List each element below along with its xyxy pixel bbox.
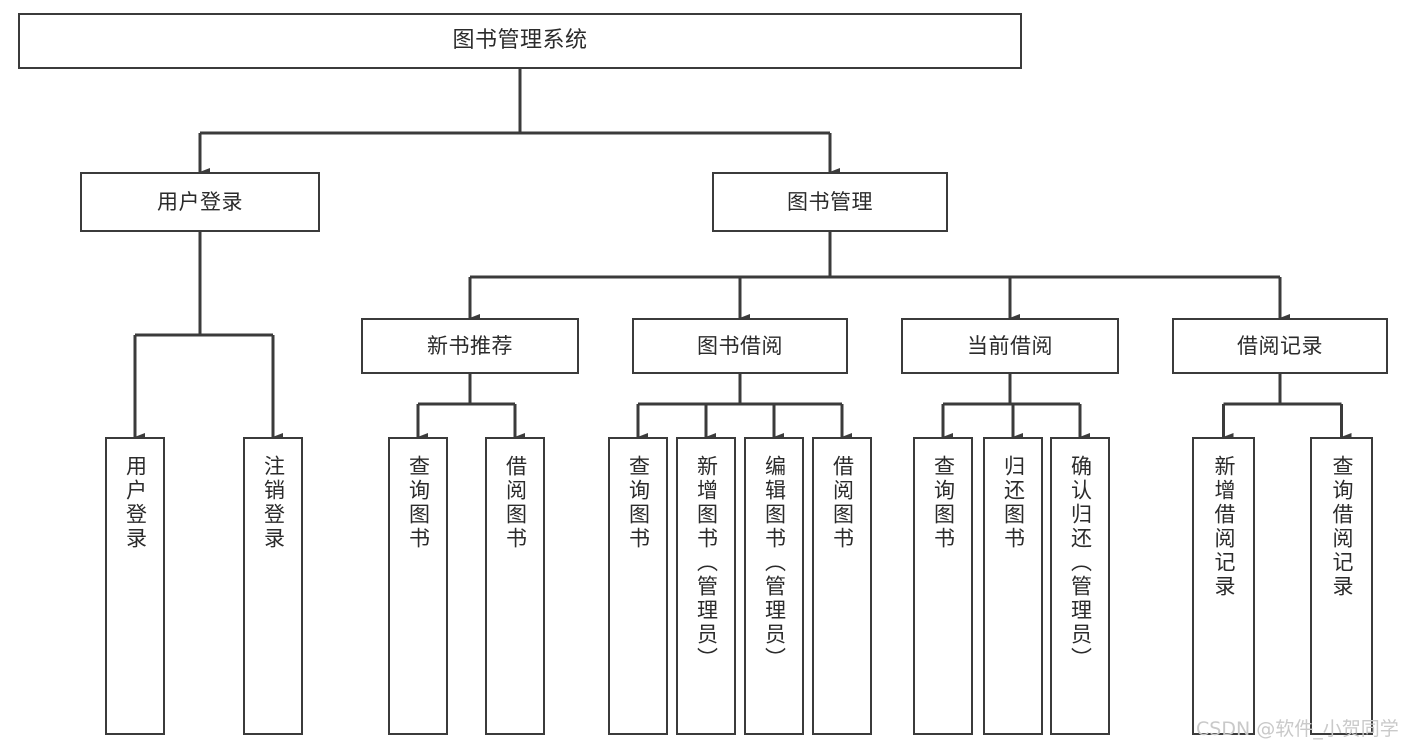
node-label: 查询借阅记录: [1330, 455, 1354, 599]
node-leaf-user-logout: 注销登录: [243, 437, 303, 735]
node-label: 新增借阅记录: [1212, 455, 1236, 599]
node-leaf-bb-add: 新增图书（管理员）: [676, 437, 736, 735]
node-leaf-bb-borrow: 借阅图书: [812, 437, 872, 735]
node-label: 查询图书: [406, 455, 431, 551]
node-leaf-cb-confirm: 确认归还（管理员）: [1050, 437, 1110, 735]
node-label: 用户登录: [123, 455, 148, 551]
csdn-watermark: CSDN @软件_小贺同学: [1196, 718, 1399, 740]
node-leaf-rec-query: 查询图书: [388, 437, 448, 735]
node-leaf-br-add: 新增借阅记录: [1192, 437, 1255, 735]
node-label: 新增图书（管理员）: [694, 455, 719, 671]
node-label: 用户登录: [157, 189, 243, 214]
node-label: 图书借阅: [697, 333, 783, 358]
node-leaf-br-query: 查询借阅记录: [1310, 437, 1373, 735]
node-leaf-user-login: 用户登录: [105, 437, 165, 735]
node-current-borrow: 当前借阅: [901, 318, 1119, 374]
node-label: 借阅图书: [503, 455, 528, 551]
node-label: 确认归还（管理员）: [1068, 455, 1093, 671]
node-leaf-rec-borrow: 借阅图书: [485, 437, 545, 735]
node-borrow-record: 借阅记录: [1172, 318, 1388, 374]
node-label: 图书管理: [787, 189, 873, 214]
node-label: 归还图书: [1001, 455, 1026, 551]
node-label: 新书推荐: [427, 333, 513, 358]
node-new-book-rec: 新书推荐: [361, 318, 579, 374]
node-leaf-cb-return: 归还图书: [983, 437, 1043, 735]
node-label: 借阅图书: [830, 455, 855, 551]
node-label: 查询图书: [931, 455, 956, 551]
node-label: 图书管理系统: [452, 28, 588, 54]
node-label: 编辑图书（管理员）: [762, 455, 787, 671]
node-user-login: 用户登录: [80, 172, 320, 232]
node-leaf-bb-query: 查询图书: [608, 437, 668, 735]
node-leaf-cb-query: 查询图书: [913, 437, 973, 735]
node-label: 注销登录: [261, 455, 286, 551]
node-label: 当前借阅: [967, 333, 1053, 358]
node-label: 借阅记录: [1237, 333, 1323, 358]
node-book-manage: 图书管理: [712, 172, 948, 232]
node-book-borrow: 图书借阅: [632, 318, 848, 374]
node-label: 查询图书: [626, 455, 651, 551]
node-leaf-bb-edit: 编辑图书（管理员）: [744, 437, 804, 735]
node-root: 图书管理系统: [18, 13, 1022, 69]
